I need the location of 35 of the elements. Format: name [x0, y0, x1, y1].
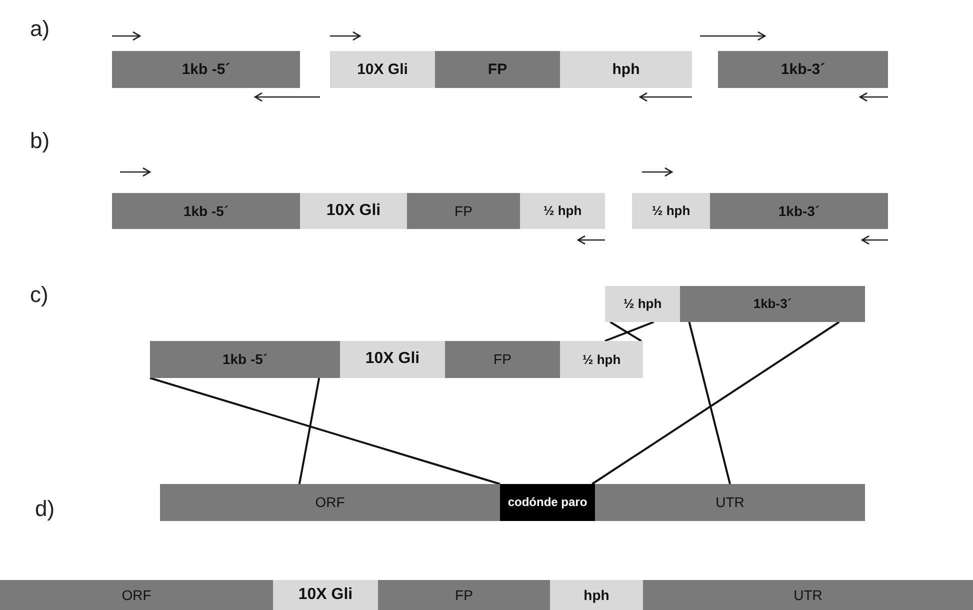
connecting-line	[604, 321, 654, 342]
gene-segment: codónde paro	[500, 484, 595, 521]
connecting-line	[688, 322, 731, 484]
gene-segment: 10X Gli	[273, 580, 378, 610]
gene-segment: 1kb -5´	[112, 51, 300, 88]
gene-segment: FP	[445, 341, 560, 378]
gene-segment: 10X Gli	[330, 51, 435, 88]
panel-label: b)	[30, 128, 50, 154]
gene-segment: ½ hph	[560, 341, 643, 378]
panel-label: d)	[35, 496, 55, 522]
gene-segment: hph	[560, 51, 692, 88]
gene-segment: UTR	[595, 484, 865, 521]
gene-segment: hph	[550, 580, 643, 610]
gene-segment: 1kb -5´	[112, 193, 300, 229]
gene-segment: ORF	[0, 580, 273, 610]
connecting-line	[592, 321, 840, 485]
gene-segment: ½ hph	[520, 193, 605, 229]
gene-segment: ½ hph	[605, 286, 680, 322]
gene-segment: UTR	[643, 580, 973, 610]
connecting-line	[298, 378, 320, 484]
gene-segment: 10X Gli	[300, 193, 407, 229]
connecting-line	[150, 377, 500, 485]
panel-label: a)	[30, 16, 50, 42]
connecting-line	[610, 321, 642, 342]
gene-segment: 1kb -5´	[150, 341, 340, 378]
gene-segment: 1kb-3´	[680, 286, 865, 322]
gene-segment: FP	[378, 580, 550, 610]
gene-segment: ORF	[160, 484, 500, 521]
gene-segment: 1kb-3´	[718, 51, 888, 88]
gene-segment: FP	[407, 193, 520, 229]
gene-segment: FP	[435, 51, 560, 88]
panel-label: c)	[30, 282, 48, 308]
gene-segment: 1kb-3´	[710, 193, 888, 229]
gene-segment: ½ hph	[632, 193, 710, 229]
gene-segment: 10X Gli	[340, 341, 445, 378]
